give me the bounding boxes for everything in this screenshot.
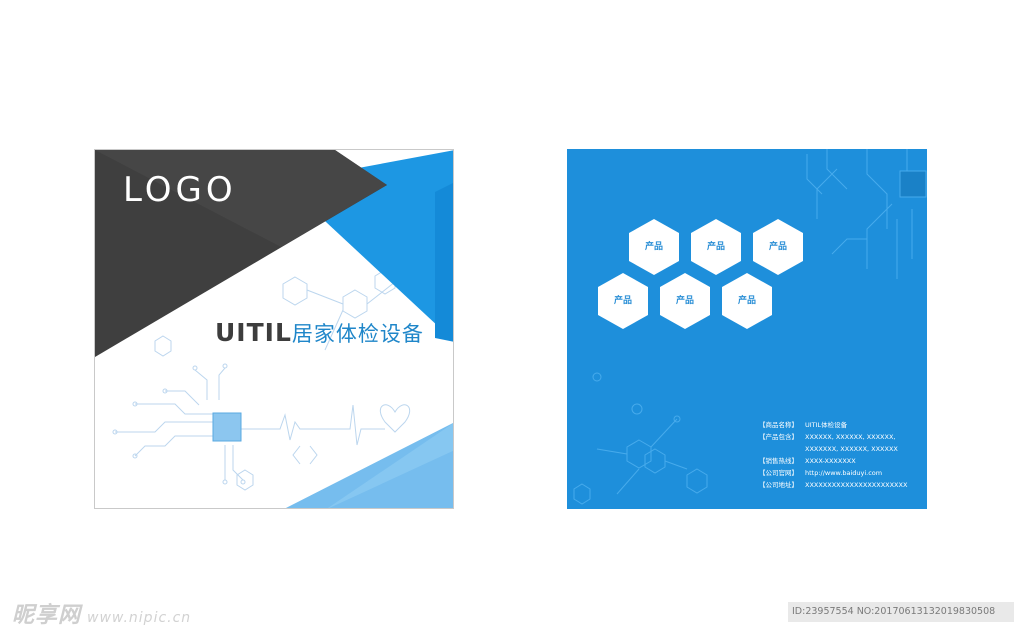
circuit-decoration bbox=[573, 149, 927, 505]
watermark-id: ID:23957554 NO:20170613132019830508 bbox=[788, 602, 1014, 622]
product-hexagon: 产品 bbox=[690, 218, 742, 276]
info-row: 【产品包含】XXXXXX, XXXXXX, XXXXXX, bbox=[759, 433, 896, 441]
info-row: 【商品名称】UITIL体检设备 bbox=[759, 421, 848, 429]
watermark-url: www.nipic.cn bbox=[87, 610, 192, 626]
product-title-cn: 居家体检设备 bbox=[291, 322, 424, 346]
product-hexagon: 产品 bbox=[659, 272, 711, 330]
info-row: 【公司官网】http://www.baiduyi.com bbox=[759, 469, 883, 477]
back-graphics bbox=[573, 149, 927, 505]
logo-text: LOGO bbox=[123, 170, 237, 210]
product-hexagon: 产品 bbox=[721, 272, 773, 330]
info-row: 【销售热线】XXXX-XXXXXXX bbox=[759, 457, 856, 465]
info-row: XXXXXXX, XXXXXX, XXXXXX bbox=[805, 445, 898, 453]
product-title: UITIL居家体检设备 bbox=[215, 318, 424, 348]
product-hexagon: 产品 bbox=[597, 272, 649, 330]
product-hexagon: 产品 bbox=[628, 218, 680, 276]
product-title-en: UITIL bbox=[215, 318, 292, 347]
back-cover: 产品 产品 产品 产品 产品 产品 【商品名称】UITIL体检设备 【产品包含】… bbox=[567, 149, 927, 509]
info-row: 【公司地址】XXXXXXXXXXXXXXXXXXXXXXX bbox=[759, 481, 908, 489]
circuit-decoration bbox=[112, 269, 411, 491]
product-info: 【商品名称】UITIL体检设备 【产品包含】XXXXXX, XXXXXX, XX… bbox=[759, 419, 907, 491]
chip-icon bbox=[212, 412, 242, 442]
front-graphics bbox=[95, 150, 453, 508]
product-hexagon: 产品 bbox=[752, 218, 804, 276]
front-cover: LOGO UITIL居家体检设备 bbox=[94, 149, 454, 509]
light-blue-band bbox=[285, 423, 453, 508]
